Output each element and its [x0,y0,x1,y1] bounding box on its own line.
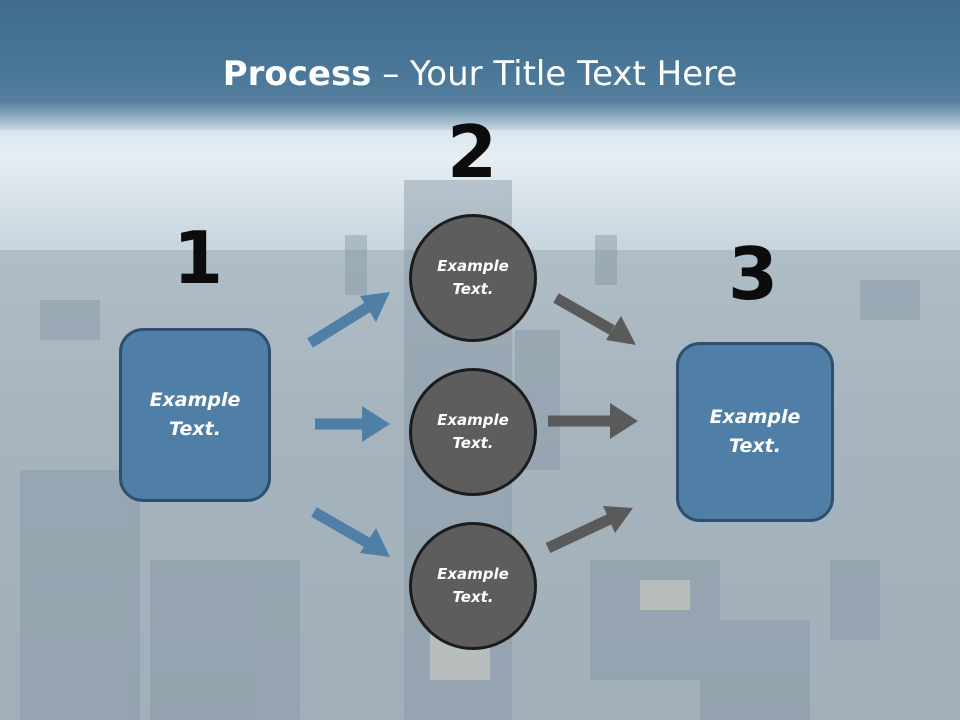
circle-middle-label: Example Text. [437,411,509,452]
circle-bottom: Example Text. [409,522,537,650]
circle-middle: Example Text. [409,368,537,496]
circle-bottom-label: Example Text. [437,565,509,606]
step-number-2: 2 [446,110,498,194]
right-box-label: Example Text. [709,406,801,457]
title-bold: Process [222,54,372,94]
step-number-3: 3 [727,232,779,316]
right-box: Example Text. [676,342,834,522]
circle-top-label: Example Text. [437,257,509,298]
title-rest: – Your Title Text Here [371,54,738,94]
left-box-label: Example Text. [149,389,241,440]
title-bar [0,0,960,130]
circle-top: Example Text. [409,214,537,342]
left-box: Example Text. [119,328,271,502]
slide-title: Process – Your Title Text Here [0,52,960,96]
step-number-1: 1 [172,216,224,300]
